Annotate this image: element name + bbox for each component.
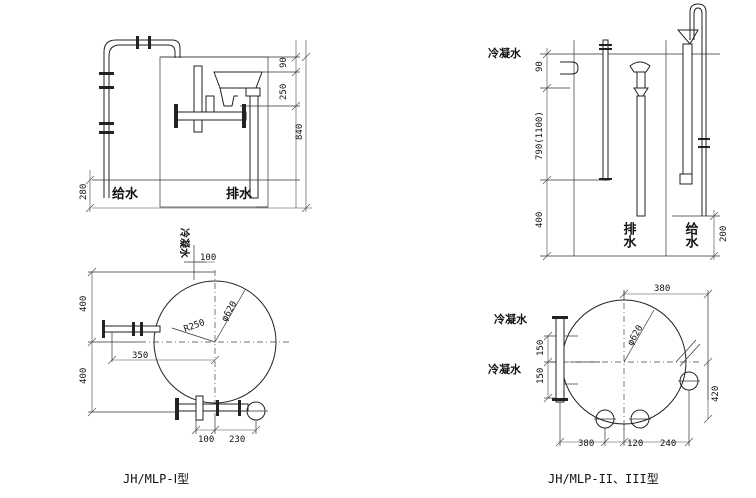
- type23-plan-dim-120: 120: [627, 439, 643, 449]
- type1-elev-dim-280: 280: [79, 184, 89, 200]
- type23-elev-dim-790: 790(1100): [535, 111, 545, 160]
- type1-plan-dim-400a: 400: [79, 296, 89, 312]
- type1-inner-column: [193, 65, 203, 133]
- type1-plan-dim-230: 230: [229, 435, 245, 445]
- type23-plan-dim-380-top: 380: [654, 284, 670, 294]
- type1-elevation: 90 250 840 280 给水 排水: [79, 36, 312, 213]
- type1-plan-phi620: φ620: [220, 300, 240, 324]
- type23-plan-dim-240: 240: [660, 439, 676, 449]
- type1-plan-dim-100-top: 100: [200, 253, 216, 263]
- type1-elev-dim-250: 250: [279, 84, 289, 100]
- type23-elev-dim-200: 200: [719, 226, 729, 242]
- type23-plan-condensate-pipe: [555, 317, 565, 403]
- type1-feed-label: 给水: [112, 186, 139, 202]
- type1-plan: 冷凝水 100 400 400 350 R250 φ620 100 230: [79, 228, 290, 445]
- type1-elev-dim-90: 90: [279, 57, 289, 68]
- type23-plan-dim-150a: 150: [536, 340, 546, 356]
- type23-right-u-pipe: [689, 3, 707, 216]
- type23-plan-condensate-label-2: 冷凝水: [488, 362, 522, 376]
- type23-title: JH/MLP-II、III型: [548, 472, 659, 486]
- type23-condensate-label: 冷凝水: [488, 46, 522, 60]
- type1-drain-pipe: [249, 95, 259, 199]
- type23-elev-dim-90: 90: [535, 61, 545, 72]
- type1-manifold: [175, 111, 247, 121]
- type1-elev-dim-840: 840: [295, 124, 305, 140]
- type23-elevation: 冷凝水 90 790(1100) 400 200 排水 给水: [488, 3, 729, 261]
- type1-plan-dim-100: 100: [198, 435, 214, 445]
- type23-elev-dim-400: 400: [535, 212, 545, 228]
- type23-left-pipe: [602, 39, 609, 181]
- type1-plan-dim-400b: 400: [79, 368, 89, 384]
- type23-plan-phi620: φ620: [626, 324, 646, 348]
- type23-plan: 380 φ620 冷凝水 冷凝水 150 150 420 380 120 240: [488, 284, 721, 449]
- type23-plan-dim-380: 380: [578, 439, 594, 449]
- type1-plan-dim-350: 350: [132, 351, 148, 361]
- type23-drain-label: 排水: [621, 221, 637, 249]
- type1-riser-pipe: [103, 39, 181, 198]
- type23-plan-dim-150b: 150: [536, 368, 546, 384]
- type1-plan-bottom-pipe: [177, 403, 249, 412]
- type23-plan-condensate-label-1: 冷凝水: [494, 312, 528, 326]
- type1-drain-label: 排水: [226, 186, 253, 202]
- type23-condensate-stub: [560, 61, 579, 75]
- type1-plan-condensate-label: 冷凝水: [178, 228, 191, 259]
- type1-hopper: [213, 71, 263, 89]
- type1-plan-r250: R250: [183, 318, 207, 335]
- type23-middle-cap: [629, 61, 651, 73]
- type23-feed-label: 给水: [683, 221, 699, 249]
- type23-plan-dim-420: 420: [711, 386, 721, 402]
- type1-title: JH/MLP-Ⅰ型: [123, 472, 189, 486]
